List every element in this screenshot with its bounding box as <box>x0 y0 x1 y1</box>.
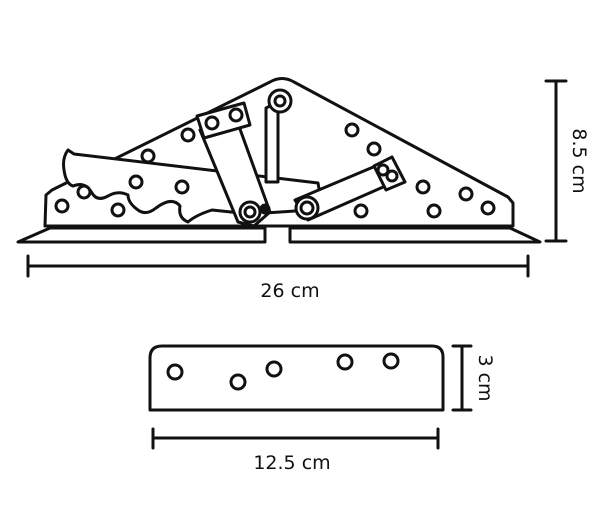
left-base-foot <box>16 226 267 244</box>
hole <box>180 127 196 143</box>
plate-hole <box>265 360 283 378</box>
height-label: 8.5 cm <box>568 128 590 193</box>
right-base-foot <box>288 226 542 244</box>
plate-hole <box>382 352 400 370</box>
hole <box>110 202 126 218</box>
hole <box>128 174 144 190</box>
hole <box>54 198 70 214</box>
width-dimension <box>26 254 530 278</box>
mounting-plate <box>148 344 445 412</box>
hole <box>140 148 156 164</box>
plate-hole <box>166 363 184 381</box>
plate-width-label: 12.5 cm <box>253 452 330 474</box>
plate-hole <box>229 373 247 391</box>
height-dimension <box>544 79 568 243</box>
hole <box>458 186 474 202</box>
hole <box>344 122 360 138</box>
hole <box>480 200 496 216</box>
width-label: 26 cm <box>260 280 319 302</box>
hole <box>76 184 92 200</box>
hole <box>204 115 220 131</box>
center-pivot-center <box>243 205 257 219</box>
hole <box>228 107 244 123</box>
hole <box>366 141 382 157</box>
hole <box>426 203 442 219</box>
pivot-bar <box>264 100 280 184</box>
hole <box>385 169 399 183</box>
plate-outline <box>148 344 445 412</box>
plate-hole <box>336 353 354 371</box>
hole <box>376 163 390 177</box>
hole <box>353 203 369 219</box>
small-pivot <box>259 203 271 215</box>
right-pivot-center <box>299 200 315 216</box>
plate-height-label: 3 cm <box>474 354 496 401</box>
hinge-mechanism <box>16 77 542 244</box>
top-pivot-center <box>273 94 287 108</box>
hole <box>415 179 431 195</box>
hole <box>174 179 190 195</box>
plate-height-dimension <box>451 344 473 412</box>
plate-width-dimension <box>151 427 440 450</box>
